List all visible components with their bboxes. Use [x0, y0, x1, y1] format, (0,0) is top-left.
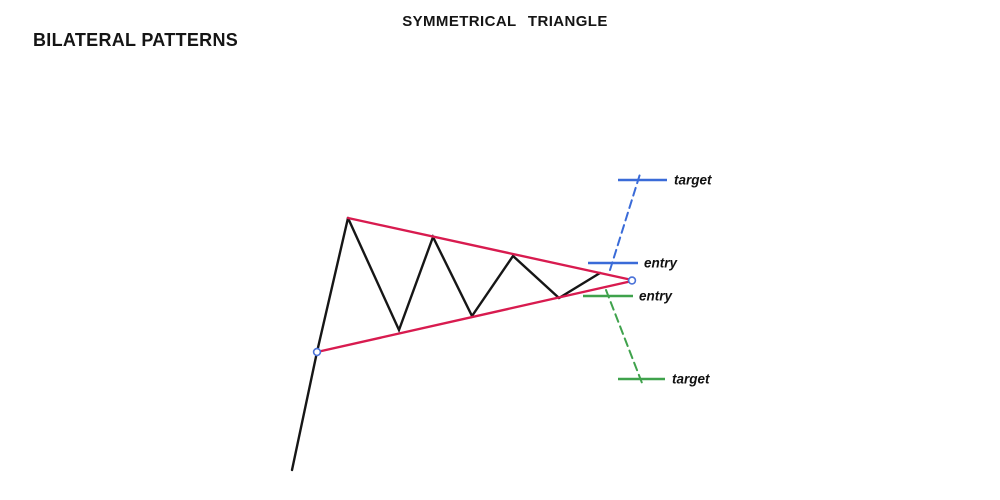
bullish-projection — [609, 173, 641, 271]
price-zigzag — [346, 216, 602, 334]
page-heading: BILATERAL PATTERNS — [33, 30, 239, 50]
lower-trendline — [315, 279, 634, 354]
impulse-leg — [290, 216, 350, 472]
bullish-target-level-label: target — [674, 173, 712, 188]
bearish-projection — [605, 289, 643, 384]
apex-point — [627, 276, 637, 285]
bearish-target-level-label: target — [672, 372, 710, 387]
pattern-start-point — [312, 347, 322, 357]
page-title: SYMMETRICAL TRIANGLE — [402, 13, 608, 30]
upper-trendline — [346, 216, 634, 282]
bearish-entry-level-label: entry — [639, 289, 674, 304]
bullish-entry-level-label: entry — [644, 256, 679, 271]
